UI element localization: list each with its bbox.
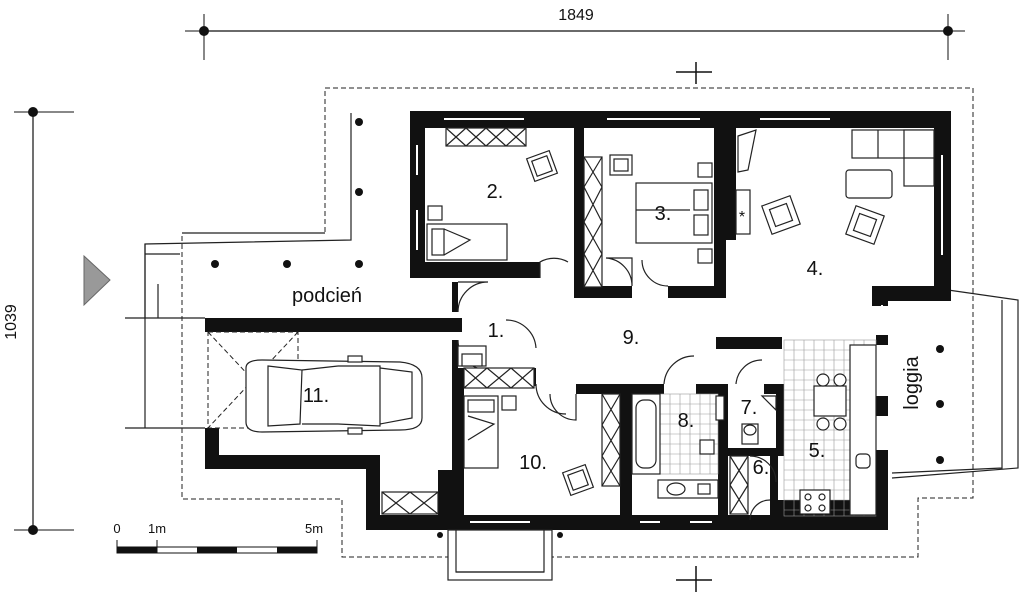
nightstand — [427, 205, 443, 221]
room-label-loggia: loggia — [901, 355, 923, 409]
armchair-room-10 — [561, 463, 595, 497]
bed-room-3 — [635, 182, 713, 244]
nightstand — [501, 395, 517, 411]
walls — [205, 111, 951, 530]
sofa-corner — [851, 129, 935, 187]
wardrobe-room-10b — [601, 393, 621, 487]
loggia-outline — [891, 289, 1019, 479]
section-cut-icon — [676, 62, 712, 592]
entrance-arrow-icon — [83, 254, 111, 307]
wardrobe-room-2 — [445, 127, 527, 147]
bed-room-2 — [426, 223, 508, 261]
columns — [211, 118, 944, 464]
washbasin — [657, 479, 719, 499]
room-label-4: 4. — [807, 258, 824, 280]
cabinet — [715, 395, 725, 421]
armchair-room-4 — [761, 195, 801, 235]
fireplace: * — [726, 128, 757, 240]
room-label-2: 2. — [487, 181, 504, 203]
height-label: 1039 — [3, 304, 20, 340]
scale-bar: 0 1m 5m — [113, 521, 323, 554]
car-icon — [245, 355, 423, 435]
dining-table — [813, 373, 847, 431]
garage-cabinet — [381, 491, 439, 515]
wardrobe-room-10 — [463, 367, 535, 389]
windows — [416, 118, 943, 523]
entrance-steps — [437, 529, 563, 581]
room-label-11: 11. — [303, 385, 329, 407]
coffee-table — [845, 169, 893, 199]
width-label: 1849 — [558, 7, 594, 24]
armchair-room-2 — [525, 149, 559, 183]
room-label-9: 9. — [623, 327, 640, 349]
room-label-3: 3. — [655, 203, 672, 225]
bathtub — [631, 393, 661, 475]
scale-tick-5m: 5m — [305, 521, 323, 536]
bathroom-tiles — [659, 393, 719, 475]
armchair-room-4 — [845, 205, 885, 245]
dimension-width: 1849 — [185, 7, 965, 60]
svg-text:*: * — [739, 209, 745, 226]
scale-tick-1m: 1m — [148, 521, 166, 536]
wc-room-7 — [741, 395, 777, 445]
room-label-7: 7. — [741, 397, 758, 419]
room-label-podcien: podcień — [292, 285, 362, 307]
toilet-8 — [699, 439, 715, 455]
room-label-1: 1. — [488, 320, 505, 342]
scale-tick-0: 0 — [113, 521, 120, 536]
wardrobe-room-3 — [583, 156, 603, 288]
kitchen-counter — [799, 344, 877, 516]
armchair-room-3 — [609, 154, 633, 176]
bed-room-10 — [463, 395, 499, 469]
hall-cabinet — [461, 353, 483, 367]
room-label-6: 6. — [753, 457, 770, 479]
room-label-10: 10. — [519, 452, 547, 474]
room-label-8: 8. — [678, 410, 695, 432]
nightstand — [697, 162, 713, 178]
roof-outline — [181, 87, 974, 558]
nightstand — [697, 248, 713, 264]
room-label-5: 5. — [809, 440, 826, 462]
wardrobe-room-6 — [729, 455, 749, 515]
dimension-height: 1039 — [3, 107, 74, 535]
